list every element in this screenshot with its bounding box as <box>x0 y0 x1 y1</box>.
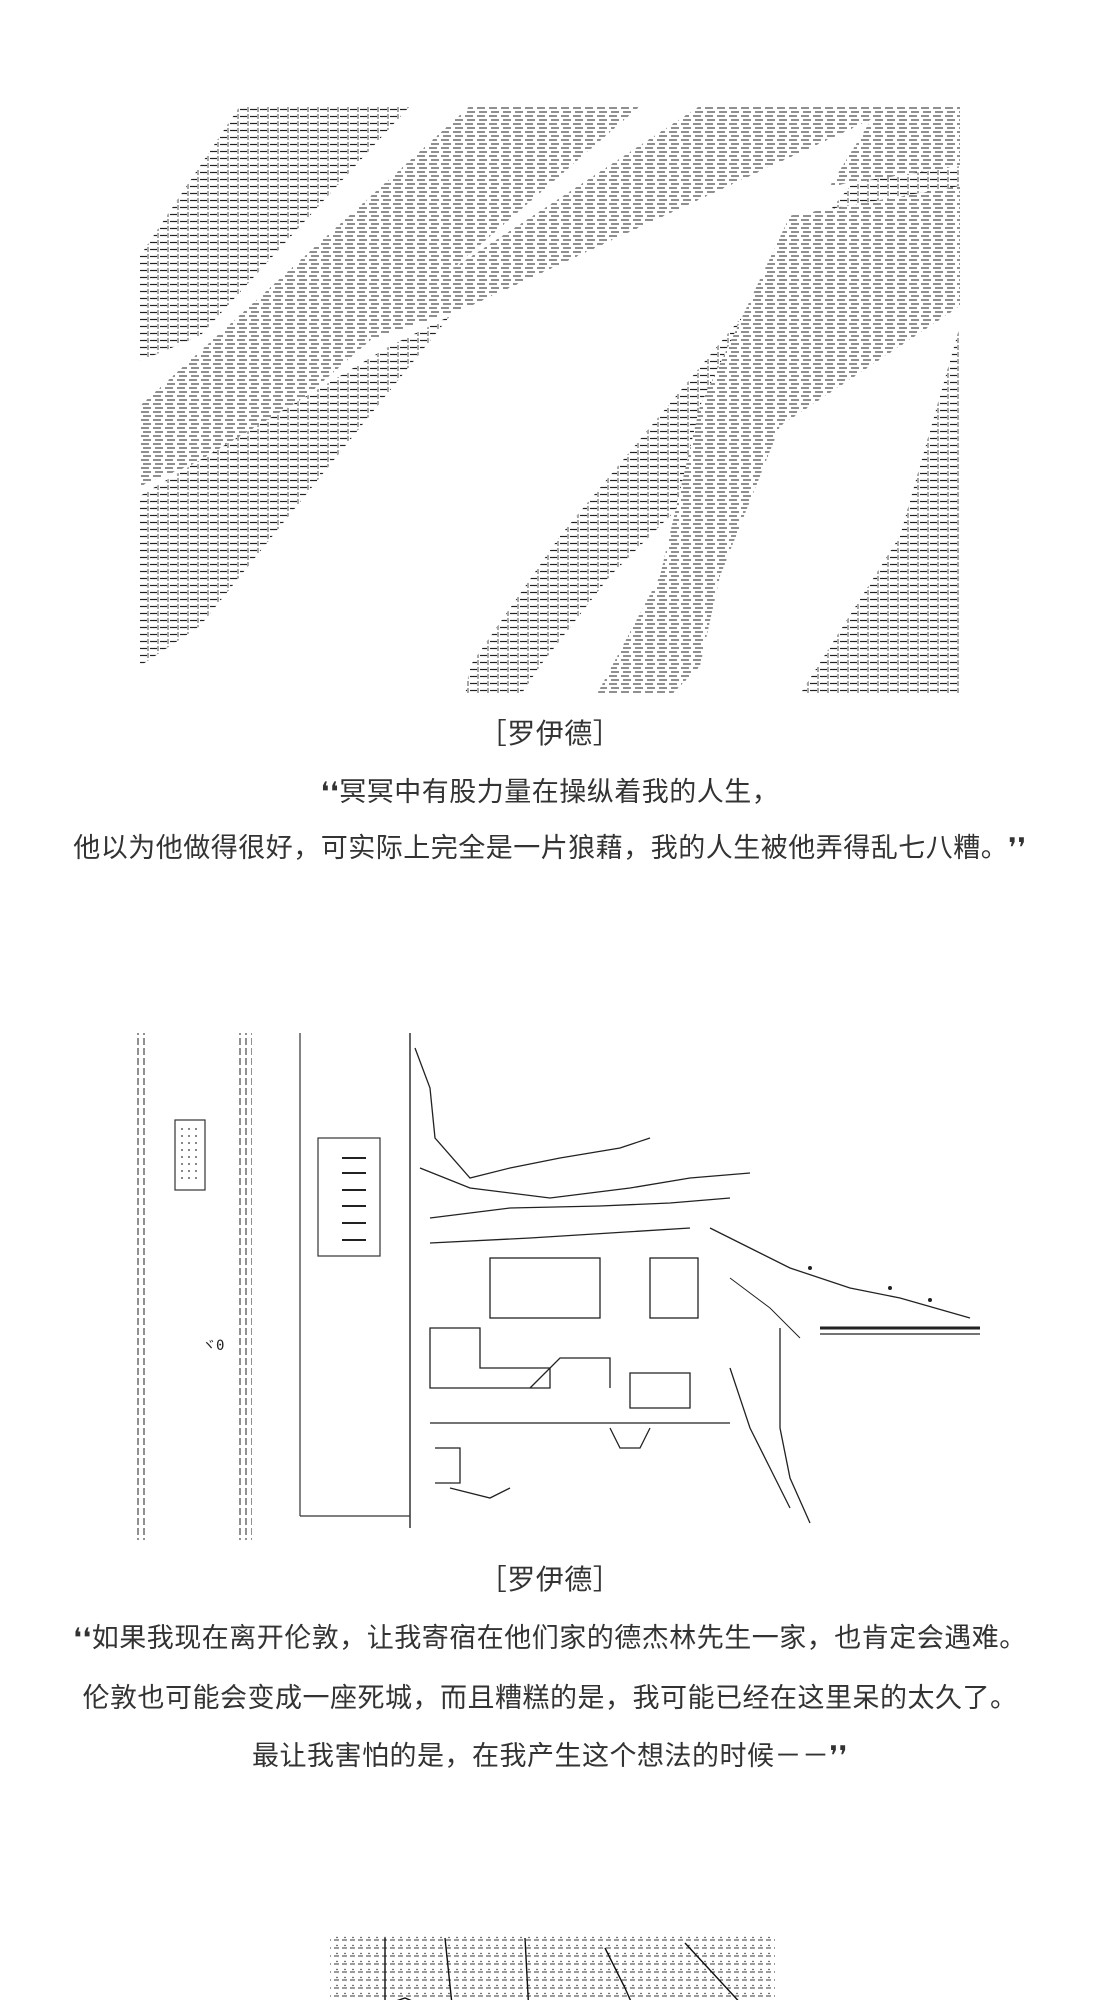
dialogue-line: 伦敦也可能会变成一座死城，而且糟糕的是，我可能已经在这里呆的太久了。 <box>82 1683 1018 1714</box>
stripe <box>140 106 640 486</box>
speaker-label: ［罗伊德］ <box>478 717 622 750</box>
figure-and-desk <box>414 1047 751 1499</box>
dialogue-line: ❛❛如果我现在离开伦敦，让我寄宿在他们家的德杰林先生一家，也肯定会遇难。 <box>73 1623 1027 1654</box>
lamp <box>729 1266 932 1339</box>
stripe <box>465 126 960 693</box>
wall-clock: ヾ0 <box>202 1338 224 1354</box>
stripe <box>800 326 960 693</box>
ascii-art-panel-1 <box>140 68 960 693</box>
curtain <box>135 1033 147 1540</box>
curtain <box>238 1033 252 1540</box>
stripe <box>320 106 900 356</box>
wall-panel <box>317 1137 381 1257</box>
ascii-art-panel-2: ヾ0 <box>130 990 1010 1540</box>
dialogue-line: 最让我害怕的是，在我产生这个想法的时候－－❜❜ <box>252 1741 848 1772</box>
dialogue-line: 他以为他做得很好，可实际上完全是一片狼藉，我的人生被他弄得乱七八糟。❜❜ <box>73 833 1027 864</box>
stripe <box>140 106 410 361</box>
stripes-illustration <box>140 106 960 693</box>
dialogue-line: ❛❛冥冥中有股力量在操纵着我的人生， <box>320 777 780 808</box>
ascii-art-panel-3 <box>325 1890 785 2000</box>
window-pane <box>178 1128 202 1183</box>
panel-lines <box>342 1157 366 1241</box>
dense-pattern-illustration <box>330 1936 775 2000</box>
speaker-label: ［罗伊德］ <box>478 1563 622 1596</box>
stripe <box>140 316 450 666</box>
small-window <box>174 1119 206 1191</box>
table <box>709 1227 980 1524</box>
stripe <box>830 106 960 186</box>
room-illustration: ヾ0 <box>135 1033 980 1540</box>
stripe <box>597 186 960 693</box>
